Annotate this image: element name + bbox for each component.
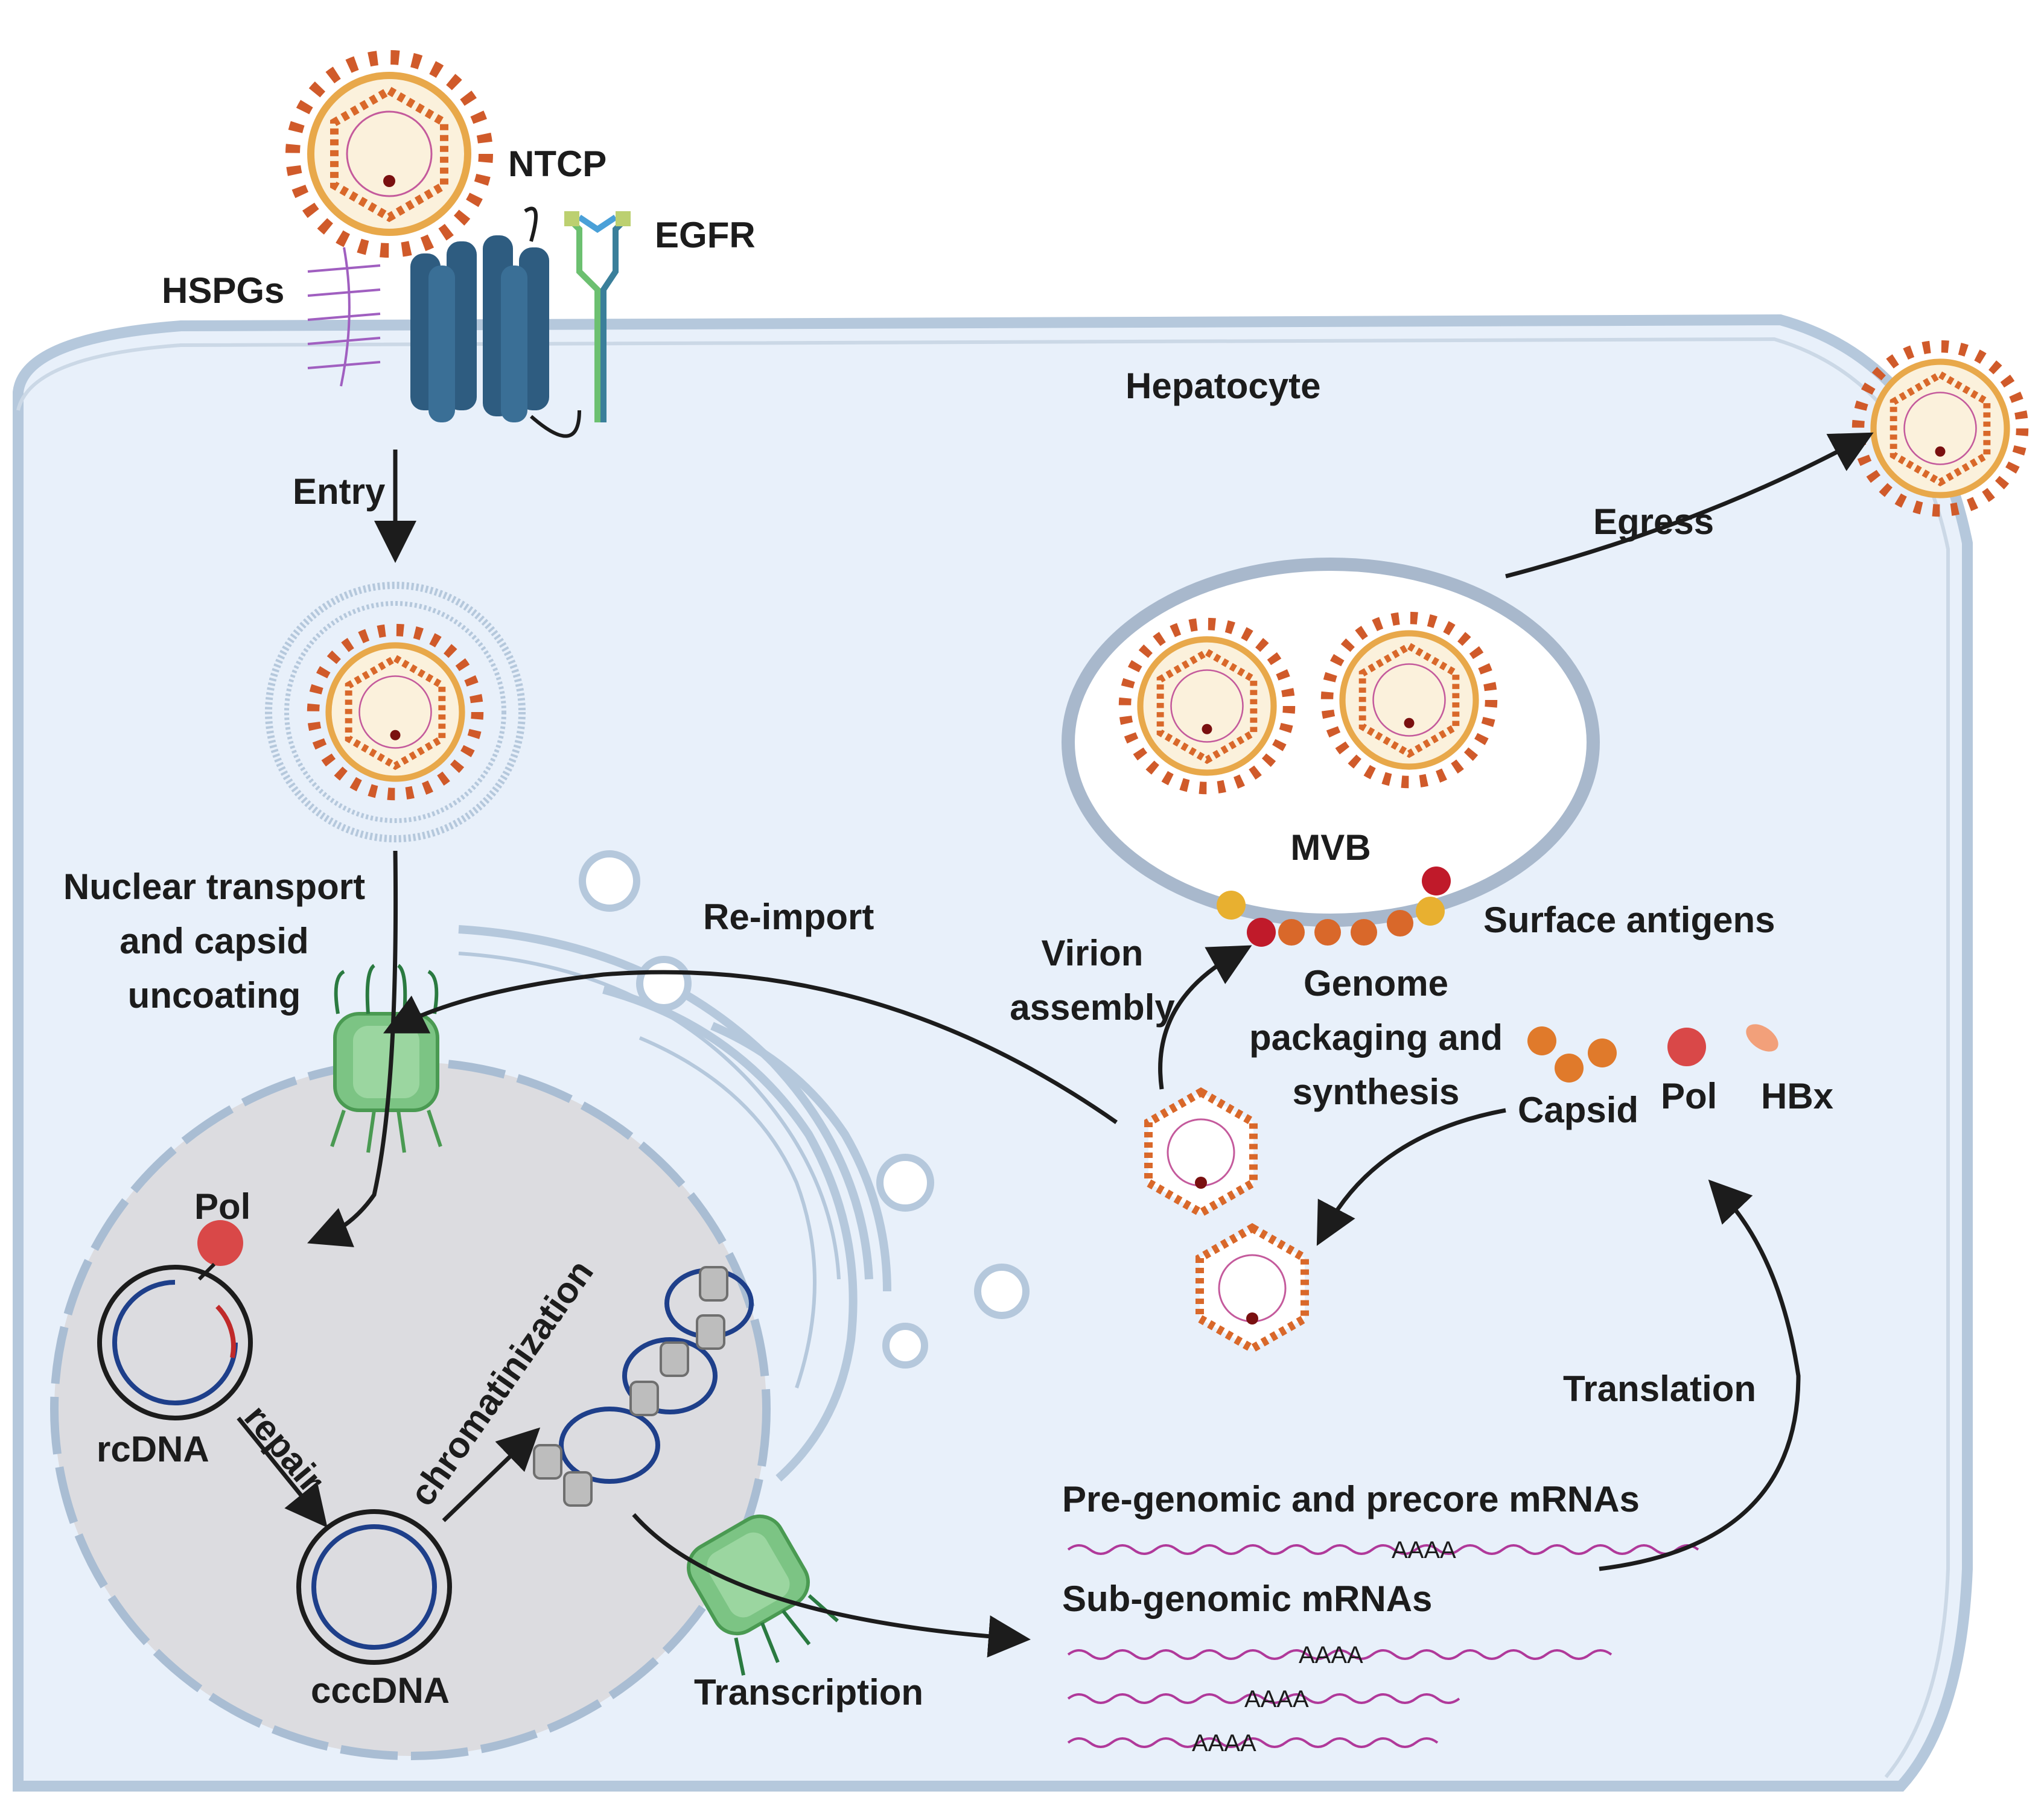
egfr-receptor-icon — [564, 211, 631, 422]
label-egfr: EGFR — [655, 215, 756, 255]
label-nuclear-transport-1: Nuclear transport — [63, 867, 365, 907]
label-virion-assembly-2: assembly — [1010, 987, 1175, 1028]
label-capsid: Capsid — [1518, 1090, 1638, 1130]
label-pregenomic-mrnas: Pre-genomic and precore mRNAs — [1062, 1479, 1640, 1519]
label-rcdna: rcDNA — [97, 1429, 209, 1469]
label-nuclear-transport-3: uncoating — [128, 975, 301, 1016]
label-cccdna: cccDNA — [311, 1670, 450, 1711]
virion-icon — [1851, 340, 2029, 517]
label-genome-packaging-3: synthesis — [1293, 1072, 1460, 1112]
mrna-icon — [1067, 1544, 1699, 1748]
pol-protein-icon — [197, 1220, 243, 1266]
translation-arrow — [1599, 1179, 1801, 1571]
assembly-arrow — [1158, 945, 1252, 1090]
packaging-arrow — [1316, 1108, 1506, 1246]
repair-arrow — [237, 1416, 328, 1528]
poly-a-tail: AAAA — [1244, 1686, 1309, 1713]
virion-icon — [1118, 617, 1296, 795]
virion-icon — [1320, 611, 1498, 789]
label-ntcp: NTCP — [508, 144, 607, 184]
label-hbx: HBx — [1761, 1076, 1833, 1116]
label-transcription: Transcription — [694, 1672, 923, 1713]
label-egress: Egress — [1593, 501, 1714, 542]
label-subgenomic-mrnas: Sub-genomic mRNAs — [1062, 1579, 1432, 1619]
cccdna-icon — [296, 1509, 452, 1665]
label-hspgs: HSPGs — [162, 270, 284, 311]
process-arrows — [237, 432, 1874, 1658]
egress-arrow — [1505, 432, 1874, 579]
label-mvb: MVB — [1290, 827, 1371, 868]
label-surface-antigens: Surface antigens — [1483, 900, 1775, 940]
label-nuclear-transport-2: and capsid — [119, 921, 308, 961]
virion-icon — [307, 623, 484, 801]
label-translation: Translation — [1563, 1369, 1756, 1409]
virion-icon — [285, 50, 493, 258]
label-genome-packaging-1: Genome — [1304, 963, 1448, 1003]
label-reimport: Re-import — [703, 897, 874, 937]
poly-a-tail: AAAA — [1299, 1642, 1363, 1668]
chromatinization-arrow — [442, 1427, 541, 1522]
label-pol-cytoplasm: Pol — [1661, 1076, 1717, 1116]
label-hepatocyte: Hepatocyte — [1125, 366, 1320, 406]
ntcp-transporter-icon — [410, 206, 581, 438]
poly-a-tail: AAAA — [1192, 1730, 1256, 1757]
hspg-icon — [307, 247, 381, 387]
label-virion-assembly-1: Virion — [1042, 933, 1144, 973]
endosome — [265, 582, 526, 842]
hbx-protein-icon — [1746, 1024, 1778, 1052]
label-pol-nucleus: Pol — [194, 1186, 250, 1227]
surface-antigen-icon — [1217, 867, 1451, 947]
pol-protein-icon — [1667, 1028, 1706, 1066]
transcription-arrow — [632, 1513, 1031, 1658]
nucleocapsid-icon — [1196, 1223, 1309, 1354]
nuclear-import-arrow — [307, 850, 398, 1247]
poly-a-tail: AAAA — [1392, 1537, 1456, 1563]
nucleocapsid-icon — [1144, 1087, 1258, 1218]
capsid-protein-icon — [1527, 1026, 1617, 1083]
nuclear-pore-icon — [687, 1514, 839, 1676]
reimport-arrow — [383, 970, 1118, 1124]
label-genome-packaging-2: packaging and — [1249, 1017, 1503, 1058]
label-entry: Entry — [293, 471, 386, 512]
rcdna-icon — [97, 1265, 253, 1420]
